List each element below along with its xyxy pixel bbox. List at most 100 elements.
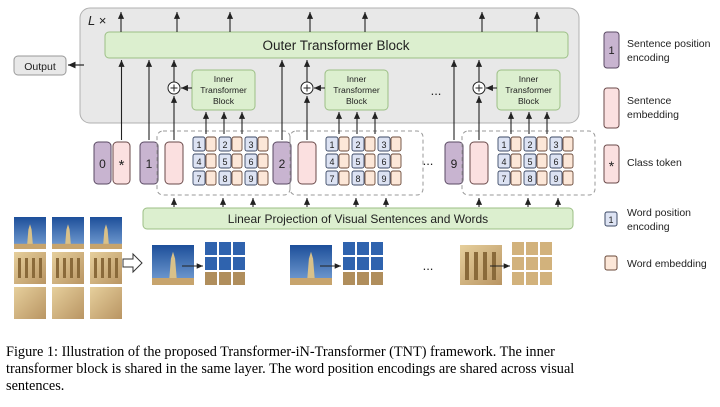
word-position-index: 6 [381,157,386,167]
word-embedding-box [338,136,350,152]
caption-line-1: Figure 1: Illustration of the proposed T… [6,344,555,360]
word-position-index: 5 [222,157,227,167]
legend-word-position-swatch [604,211,618,227]
legend-word-position-index: 1 [608,215,613,225]
word-patch-thumbnail [205,272,217,285]
word-position-box [351,153,365,169]
window-shape [39,258,42,278]
word-patch-thumbnail [540,257,552,270]
word-position-index: 1 [329,140,334,150]
linear-projection-block [142,207,574,230]
inner-transformer-block-label: Transformer [200,85,247,95]
sentence-position-box [272,141,292,185]
sentence-position-box [139,141,159,185]
window-shape [25,258,28,278]
word-position-index: 1 [196,140,201,150]
legend-sentence-position-label-line1: Sentence position [627,38,711,50]
word-position-box [325,136,339,152]
word-position-index: 4 [501,157,506,167]
word-position-index: 9 [381,174,386,184]
word-position-index: 5 [355,157,360,167]
word-position-box [497,136,511,152]
output-box [13,55,67,76]
word-patch-thumbnail [357,257,369,270]
legend-word-position-label-line1: Word position [627,207,691,219]
word-embedding-box [205,153,217,169]
word-embedding-box [390,153,402,169]
word-patch-thumbnail [371,242,383,255]
word-embedding-box [364,136,376,152]
inner-transformer-block [191,69,256,111]
ellipsis-inner-row: ... [431,83,442,98]
word-position-index: 8 [527,174,532,184]
word-position-box [351,170,365,186]
window-shape [77,258,80,278]
legend-class-token-swatch [603,144,620,184]
word-embedding-box [510,136,522,152]
word-embedding-box [338,153,350,169]
word-patch-thumbnail [233,272,245,285]
word-embedding-box [257,136,269,152]
word-position-box [377,170,391,186]
word-patch-thumbnail [526,242,538,255]
word-position-box [244,170,258,186]
word-position-box [244,153,258,169]
legend-sentence-embedding-swatch [603,87,620,129]
word-patch-thumbnail [526,272,538,285]
outer-transformer-block [104,31,569,59]
word-position-box [377,136,391,152]
sentence-position-index: 1 [146,157,153,171]
legend-sentence-embedding-label-line2: embedding [627,109,679,121]
figure-caption: Figure 1: Illustration of the proposed T… [6,344,714,395]
word-position-box [192,170,206,186]
window-shape [18,258,21,278]
word-embedding-box [510,153,522,169]
window-shape [115,258,118,278]
inner-transformer-block-label: Transformer [333,85,380,95]
word-position-index: 3 [381,140,386,150]
legend-class-token-symbol: * [609,158,615,174]
word-embedding-box [536,170,548,186]
word-patch-thumbnail [371,257,383,270]
inner-transformer-block [324,69,389,111]
word-patch-thumbnail [526,257,538,270]
window-shape [63,258,66,278]
word-patch-thumbnail [219,272,231,285]
word-position-box [325,170,339,186]
word-embedding-box [562,153,574,169]
word-position-index: 1 [501,140,506,150]
tower-shape [26,224,34,249]
class-token-symbol: * [119,157,125,174]
window-shape [94,258,97,278]
sentence-embedding-box [469,141,489,185]
outer-transformer-block-label: Outer Transformer Block [262,38,409,53]
legend-sentence-position-label-line2: encoding [627,52,670,64]
layer-repeat-label: L × [88,13,106,28]
tower-shape [102,224,110,249]
tower-shape [306,251,316,285]
legend-word-embedding-label: Word embedding [627,258,707,270]
inner-transformer-block-label: Block [213,96,235,106]
word-patch-thumbnail [233,242,245,255]
word-position-box [497,170,511,186]
caption-line-3: sentences. [6,378,65,394]
word-embedding-box [390,136,402,152]
word-position-index: 3 [248,140,253,150]
word-patch-thumbnail [371,272,383,285]
word-embedding-box [562,136,574,152]
word-embedding-box [364,170,376,186]
word-position-index: 9 [553,174,558,184]
word-patch-thumbnail [343,257,355,270]
word-position-index: 6 [553,157,558,167]
word-embedding-box [231,153,243,169]
tower-shape [64,224,72,249]
word-embedding-box [536,153,548,169]
legend-sentence-embedding-label-line1: Sentence [627,95,672,107]
window-shape [101,258,104,278]
word-position-box [218,170,232,186]
sentence-position-index: 2 [279,157,286,171]
class-token-position-box [93,141,112,185]
word-patch-thumbnail [343,272,355,285]
linear-projection-label: Linear Projection of Visual Sentences an… [228,212,488,226]
word-embedding-box [536,136,548,152]
